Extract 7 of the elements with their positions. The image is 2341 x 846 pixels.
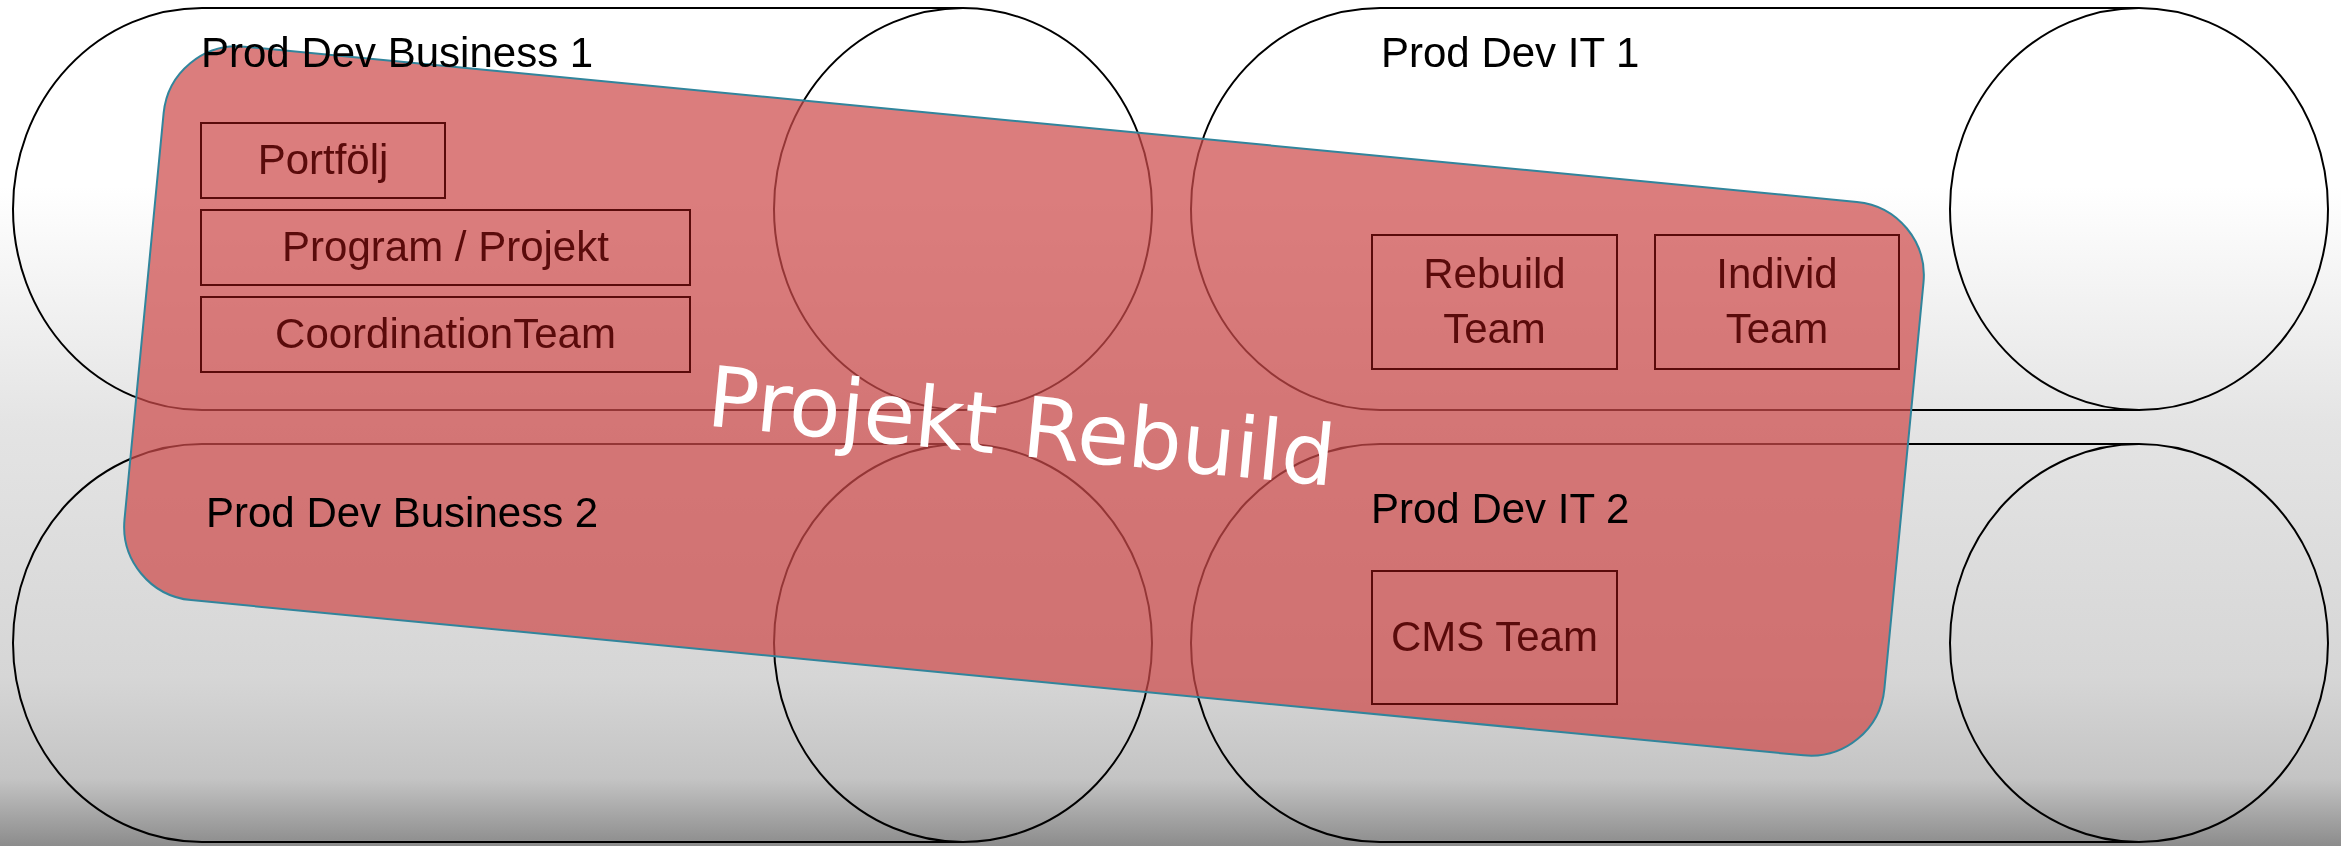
- team-box: Individ Team: [1654, 234, 1900, 370]
- project-title: Projekt Rebuild: [703, 347, 1340, 506]
- team-box: CMS Team: [1371, 570, 1618, 705]
- group-heading: Prod Dev IT 2: [1371, 485, 1630, 533]
- team-box: Rebuild Team: [1371, 234, 1618, 370]
- group-heading: Prod Dev Business 2: [206, 489, 599, 537]
- group-heading: Prod Dev IT 1: [1381, 29, 1640, 77]
